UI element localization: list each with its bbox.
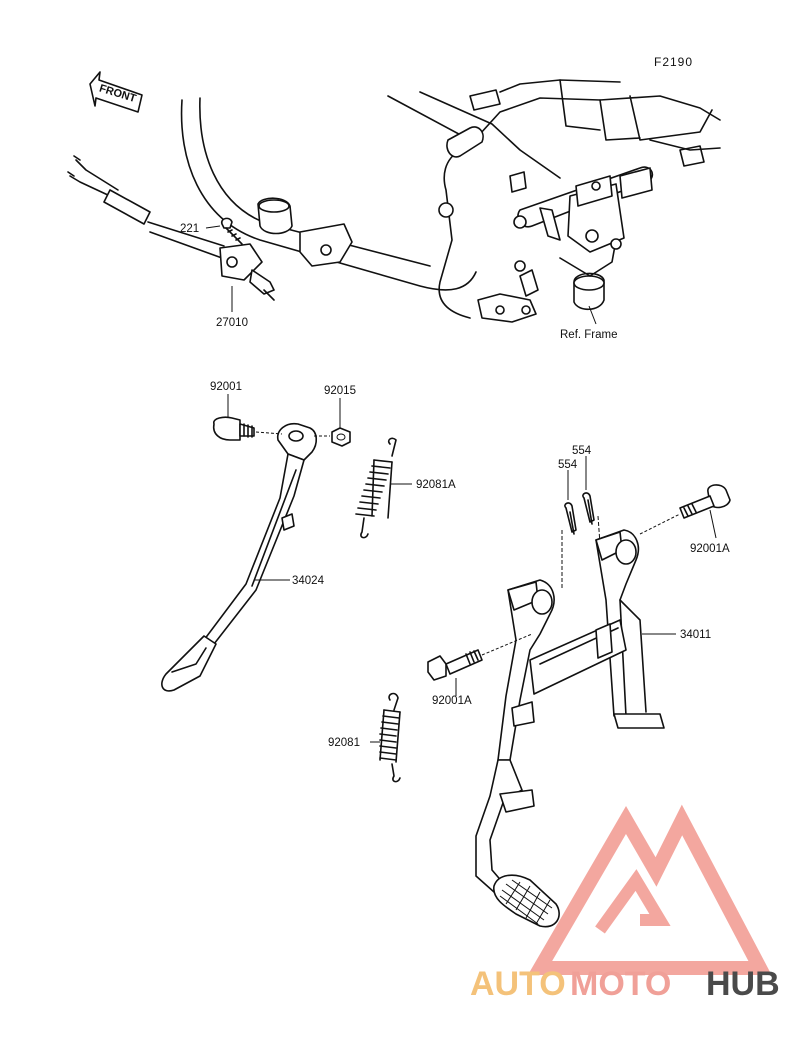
- label-34011: 34011: [680, 629, 711, 641]
- cotter-pin-554b: [582, 492, 595, 525]
- label-92081: 92081: [328, 737, 360, 749]
- label-92081A: 92081A: [416, 479, 456, 491]
- spring-92081: [379, 692, 401, 783]
- watermark-logo-icon: [527, 804, 772, 975]
- spring-92081A: [355, 437, 397, 539]
- label-92001A-upper: 92001A: [690, 543, 730, 555]
- label-92001A-lower: 92001A: [432, 695, 472, 707]
- watermark-moto: MOTO: [570, 965, 671, 1003]
- bolt-92001A-upper: [639, 484, 731, 535]
- nut-92015: [314, 427, 351, 447]
- label-554-a: 554: [558, 459, 578, 471]
- watermark-hub: HUB: [706, 965, 780, 1003]
- ref-frame-label: Ref. Frame: [560, 329, 618, 341]
- label-34024: 34024: [292, 575, 325, 587]
- figure-code: F2190: [654, 55, 693, 69]
- side-stand-switch: [67, 155, 275, 301]
- label-554-b: 554: [572, 445, 592, 457]
- bolt-92001A-lower: [427, 633, 533, 681]
- frame-assembly: [180, 79, 721, 323]
- label-27010: 27010: [216, 317, 248, 329]
- label-92015: 92015: [324, 385, 356, 397]
- side-stand: [161, 422, 318, 692]
- center-stand: [475, 529, 665, 928]
- bolt-221: [220, 217, 243, 245]
- watermark-auto: AUTO: [470, 965, 566, 1003]
- bolt-92001: [212, 416, 283, 441]
- watermark-text: AUTO MOTO HUB: [470, 965, 780, 1003]
- label-92001: 92001: [210, 381, 242, 393]
- cotter-pin-554a: [564, 502, 577, 535]
- label-221: 221: [180, 223, 199, 235]
- front-arrow-icon: FRONT: [89, 71, 143, 113]
